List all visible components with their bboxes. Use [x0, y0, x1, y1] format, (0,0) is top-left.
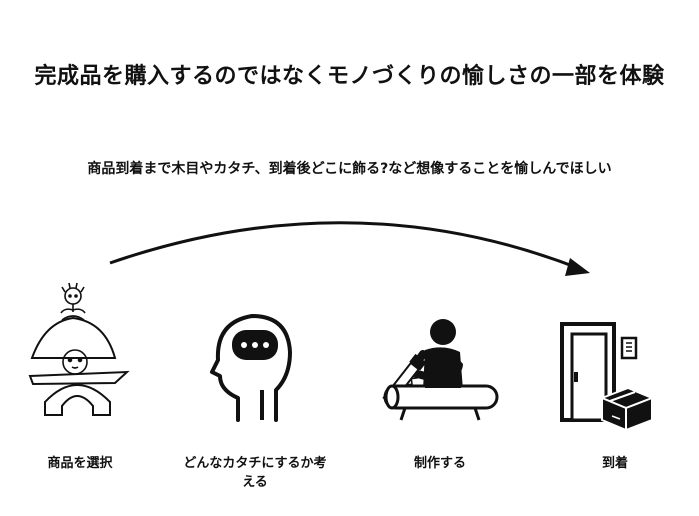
delivery-door-icon — [560, 322, 653, 431]
step-label: 制作する — [413, 456, 466, 471]
product-figure-icon — [28, 282, 130, 416]
step-arrival: 到着 — [540, 280, 690, 480]
step-label: 商品を選択 — [47, 456, 113, 471]
step-think-shape: どんなカタチにするか考える — [180, 280, 330, 490]
step-label: どんなカタチにするか考える — [183, 456, 327, 490]
step-select-product: 商品を選択 — [5, 280, 155, 480]
page-title: 完成品を購入するのではなくモノづくりの愉しさの一部を体験 — [34, 64, 665, 89]
thinking-head-icon — [210, 314, 292, 422]
page-subtitle: 商品到着まで木目やカタチ、到着後どこに飾る?など想像することを愉しんでほしい — [87, 161, 612, 177]
step-label: 到着 — [601, 456, 628, 471]
woodworker-icon — [382, 319, 499, 421]
arrow-head-icon — [565, 258, 590, 276]
step-make: 制作する — [365, 280, 515, 480]
